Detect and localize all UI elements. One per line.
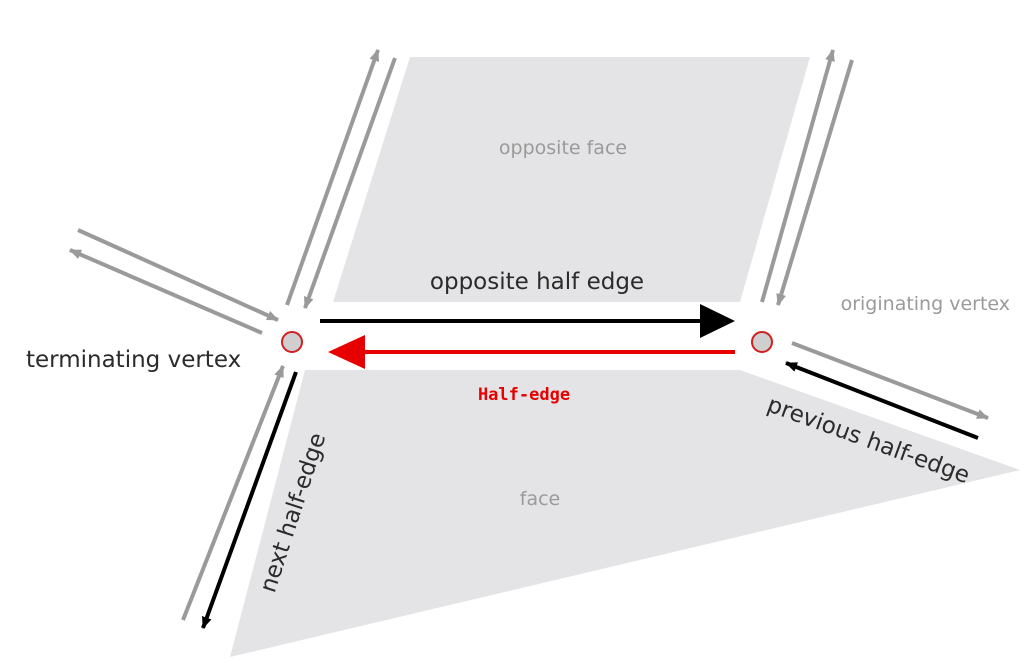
opposite-face-region (333, 57, 810, 302)
grey-arrow-upper-left-down (303, 57, 397, 309)
originating-vertex-label: originating vertex (841, 293, 1010, 315)
grey-arrow-lower-right-out (791, 341, 989, 420)
face-label: face (520, 488, 560, 510)
grey-arrow-left-out (69, 248, 263, 335)
terminating-vertex-label: terminating vertex (26, 347, 241, 373)
next-half-edge-arrow (201, 371, 298, 629)
half-edge-label: Half-edge (478, 385, 570, 405)
terminating-vertex-node (281, 331, 303, 353)
grey-arrow-upper-left-up (285, 49, 380, 306)
opposite-half-edge-arrowhead (700, 304, 735, 338)
originating-vertex-node (751, 331, 773, 353)
previous-half-edge-arrow (785, 361, 979, 440)
grey-arrow-left-in (77, 228, 279, 322)
grey-arrow-upper-right-up (760, 49, 835, 303)
opposite-face-label: opposite face (499, 137, 627, 159)
face-region (230, 370, 1020, 657)
opposite-half-edge-label: opposite half edge (430, 269, 644, 295)
edge-band (300, 303, 755, 370)
grey-arrow-upper-right-down (776, 59, 854, 306)
grey-arrow-lower-left-up (181, 365, 285, 621)
half-edge-arrowhead (328, 335, 365, 369)
